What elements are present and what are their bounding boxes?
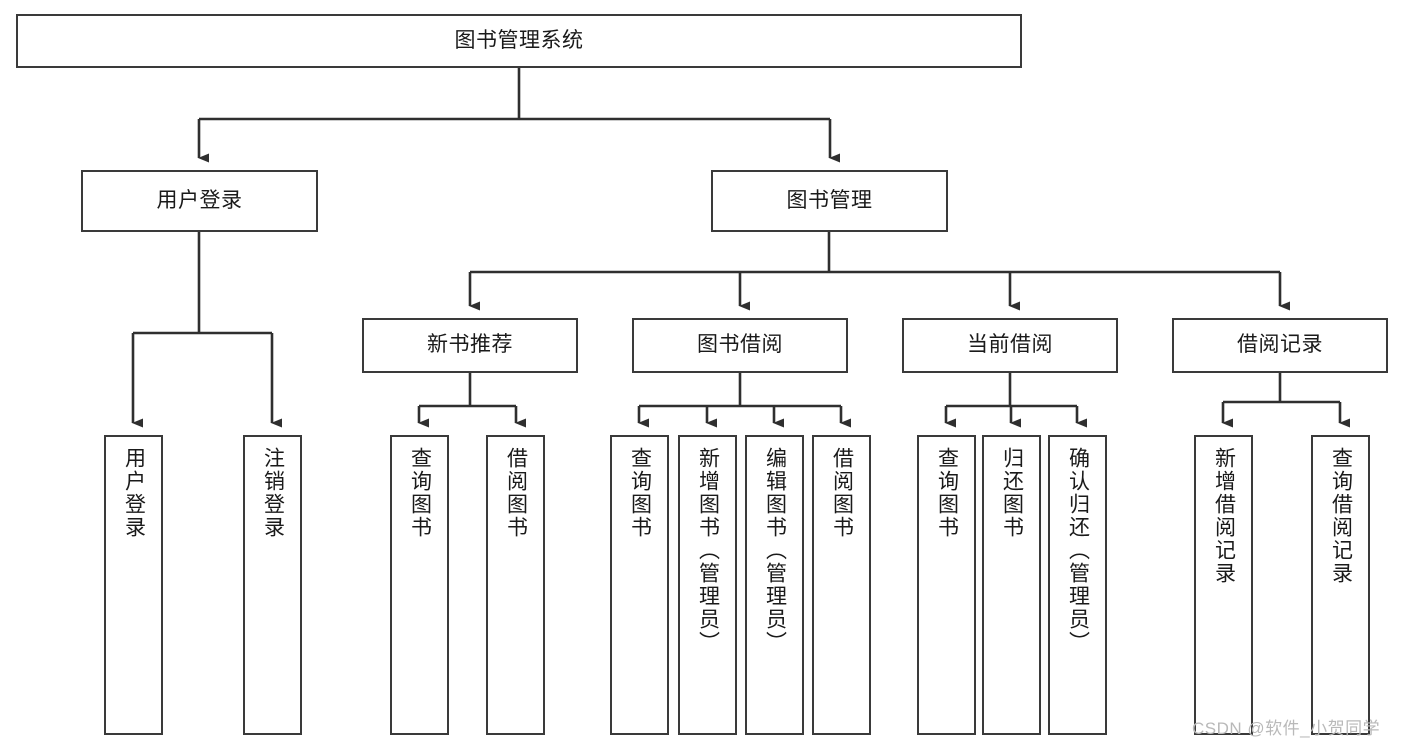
leaf-borrow-book-recommend[interactable]: 借阅图书 <box>486 435 545 735</box>
csdn-watermark: CSDN @软件_小贺同学 <box>1192 719 1381 738</box>
node-label: 图书管理系统 <box>454 28 584 52</box>
node-label: 借阅图书 <box>830 447 854 539</box>
node-label: 确认归还（管理员） <box>1066 447 1090 654</box>
node-label: 查询借阅记录 <box>1329 447 1353 585</box>
leaf-add-book-admin[interactable]: 新增图书（管理员） <box>678 435 737 735</box>
node-root-book-management-system[interactable]: 图书管理系统 <box>16 14 1022 68</box>
node-label: 当前借阅 <box>967 333 1053 357</box>
leaf-borrow-book[interactable]: 借阅图书 <box>812 435 871 735</box>
node-current-borrow[interactable]: 当前借阅 <box>902 318 1118 373</box>
node-label: 查询图书 <box>628 447 652 539</box>
node-book-management[interactable]: 图书管理 <box>711 170 948 232</box>
node-label: 借阅记录 <box>1237 333 1323 357</box>
node-label: 用户登录 <box>156 188 243 212</box>
node-book-borrow[interactable]: 图书借阅 <box>632 318 848 373</box>
leaf-query-borrow-record[interactable]: 查询借阅记录 <box>1311 435 1370 735</box>
node-label: 查询图书 <box>935 447 959 539</box>
node-new-book-recommend[interactable]: 新书推荐 <box>362 318 578 373</box>
node-label: 用户登录 <box>122 447 146 539</box>
leaf-logout[interactable]: 注销登录 <box>243 435 302 735</box>
leaf-user-login[interactable]: 用户登录 <box>104 435 163 735</box>
node-user-login[interactable]: 用户登录 <box>81 170 318 232</box>
node-label: 新增图书（管理员） <box>696 447 720 654</box>
leaf-query-book-borrow[interactable]: 查询图书 <box>610 435 669 735</box>
node-label: 新增借阅记录 <box>1212 447 1236 585</box>
node-label: 编辑图书（管理员） <box>763 447 787 654</box>
node-borrow-record[interactable]: 借阅记录 <box>1172 318 1388 373</box>
node-label: 新书推荐 <box>427 333 513 357</box>
node-label: 图书借阅 <box>697 333 783 357</box>
leaf-query-book-current[interactable]: 查询图书 <box>917 435 976 735</box>
node-label: 查询图书 <box>408 447 432 539</box>
leaf-return-book[interactable]: 归还图书 <box>982 435 1041 735</box>
leaf-edit-book-admin[interactable]: 编辑图书（管理员） <box>745 435 804 735</box>
node-label: 借阅图书 <box>504 447 528 539</box>
node-label: 注销登录 <box>261 447 285 539</box>
node-label: 归还图书 <box>1000 447 1024 539</box>
leaf-query-book-recommend[interactable]: 查询图书 <box>390 435 449 735</box>
leaf-confirm-return-admin[interactable]: 确认归还（管理员） <box>1048 435 1107 735</box>
leaf-add-borrow-record[interactable]: 新增借阅记录 <box>1194 435 1253 735</box>
node-label: 图书管理 <box>786 188 873 212</box>
